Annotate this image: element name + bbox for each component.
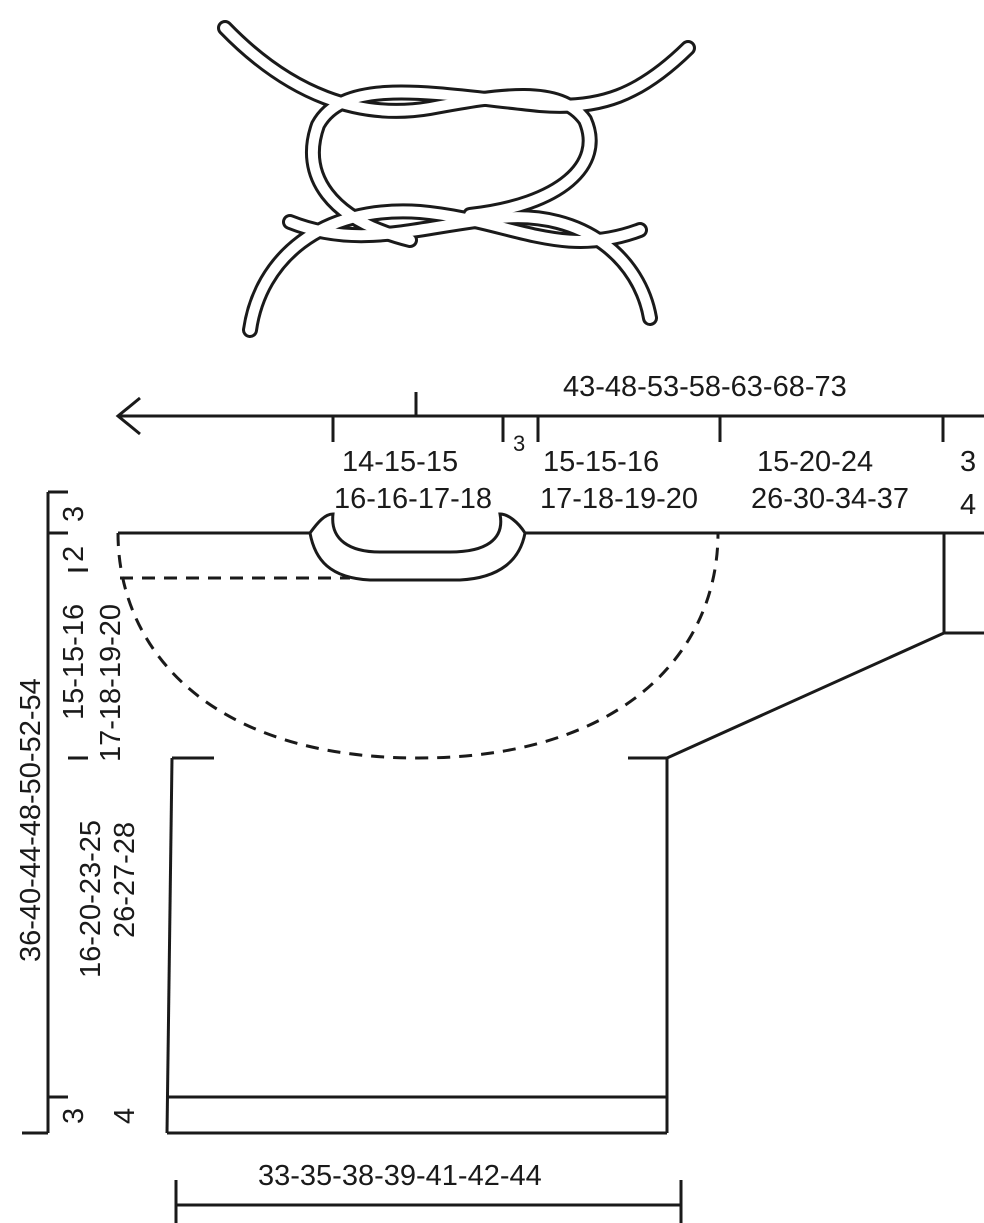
shoulder-label-b: 17-18-19-20 xyxy=(540,483,698,515)
body-length-label-a: 16-20-23-25 xyxy=(75,820,107,978)
total-width-label: 43-48-53-58-63-68-73 xyxy=(563,371,847,403)
shoulder-label-a: 15-15-16 xyxy=(543,446,659,478)
yoke-label-b: 17-18-19-20 xyxy=(95,604,127,762)
cuff-label-b: 4 xyxy=(960,489,976,521)
neck-width-label-b: 16-16-17-18 xyxy=(334,483,492,515)
sleeve-label-b: 26-30-34-37 xyxy=(751,483,909,515)
top-band-label: 3 xyxy=(58,506,90,522)
bottom-dimension-line xyxy=(174,1180,683,1223)
cuff-label-a: 3 xyxy=(960,446,976,478)
neck-depth-label: 2 xyxy=(58,546,90,562)
sleeve-label-a: 15-20-24 xyxy=(757,446,873,478)
bottom-band-label-right: 4 xyxy=(109,1108,141,1124)
top-dimension-line xyxy=(115,392,984,442)
bottom-width-label: 33-35-38-39-41-42-44 xyxy=(258,1160,542,1192)
left-dimension-line xyxy=(22,490,88,1135)
neck-width-label-a: 14-15-15 xyxy=(342,446,458,478)
small-gap-label: 3 xyxy=(513,431,525,456)
body-length-label-b: 26-27-28 xyxy=(109,822,141,938)
bottom-band-label-left: 3 xyxy=(58,1108,90,1124)
yoke-label-a: 15-15-16 xyxy=(58,604,90,720)
knot-illustration-icon xyxy=(217,20,696,338)
total-length-label: 36-40-44-48-50-52-54 xyxy=(15,678,47,962)
sweater-outline xyxy=(116,512,984,1135)
